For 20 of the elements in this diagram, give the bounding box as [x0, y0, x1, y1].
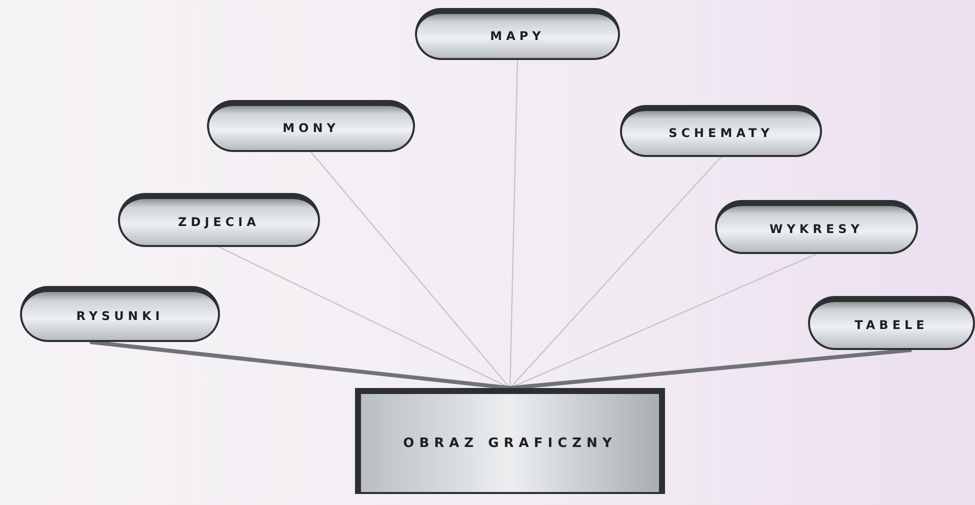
category-pill	[415, 8, 620, 60]
connector-line	[90, 340, 510, 390]
category-pill	[207, 100, 415, 152]
connector-line	[510, 156, 722, 388]
node-label: TABELE	[854, 318, 928, 332]
node-label: ZDJECIA	[178, 215, 260, 229]
main-box	[355, 388, 665, 494]
connector-line	[310, 152, 510, 388]
category-pill	[715, 200, 918, 254]
node-label: WYKRESY	[770, 222, 864, 236]
connector-line	[510, 348, 912, 390]
node-label: OBRAZ GRAFICZNY	[403, 436, 617, 450]
category-pill	[620, 105, 822, 157]
category-pill	[808, 296, 975, 350]
node-label: RYSUNKI	[76, 309, 164, 323]
node-label: MONY	[282, 121, 340, 135]
category-pill	[118, 193, 320, 247]
connector-line	[509, 60, 518, 388]
node-label: SCHEMATY	[668, 126, 774, 140]
node-label: MAPY	[490, 29, 545, 43]
